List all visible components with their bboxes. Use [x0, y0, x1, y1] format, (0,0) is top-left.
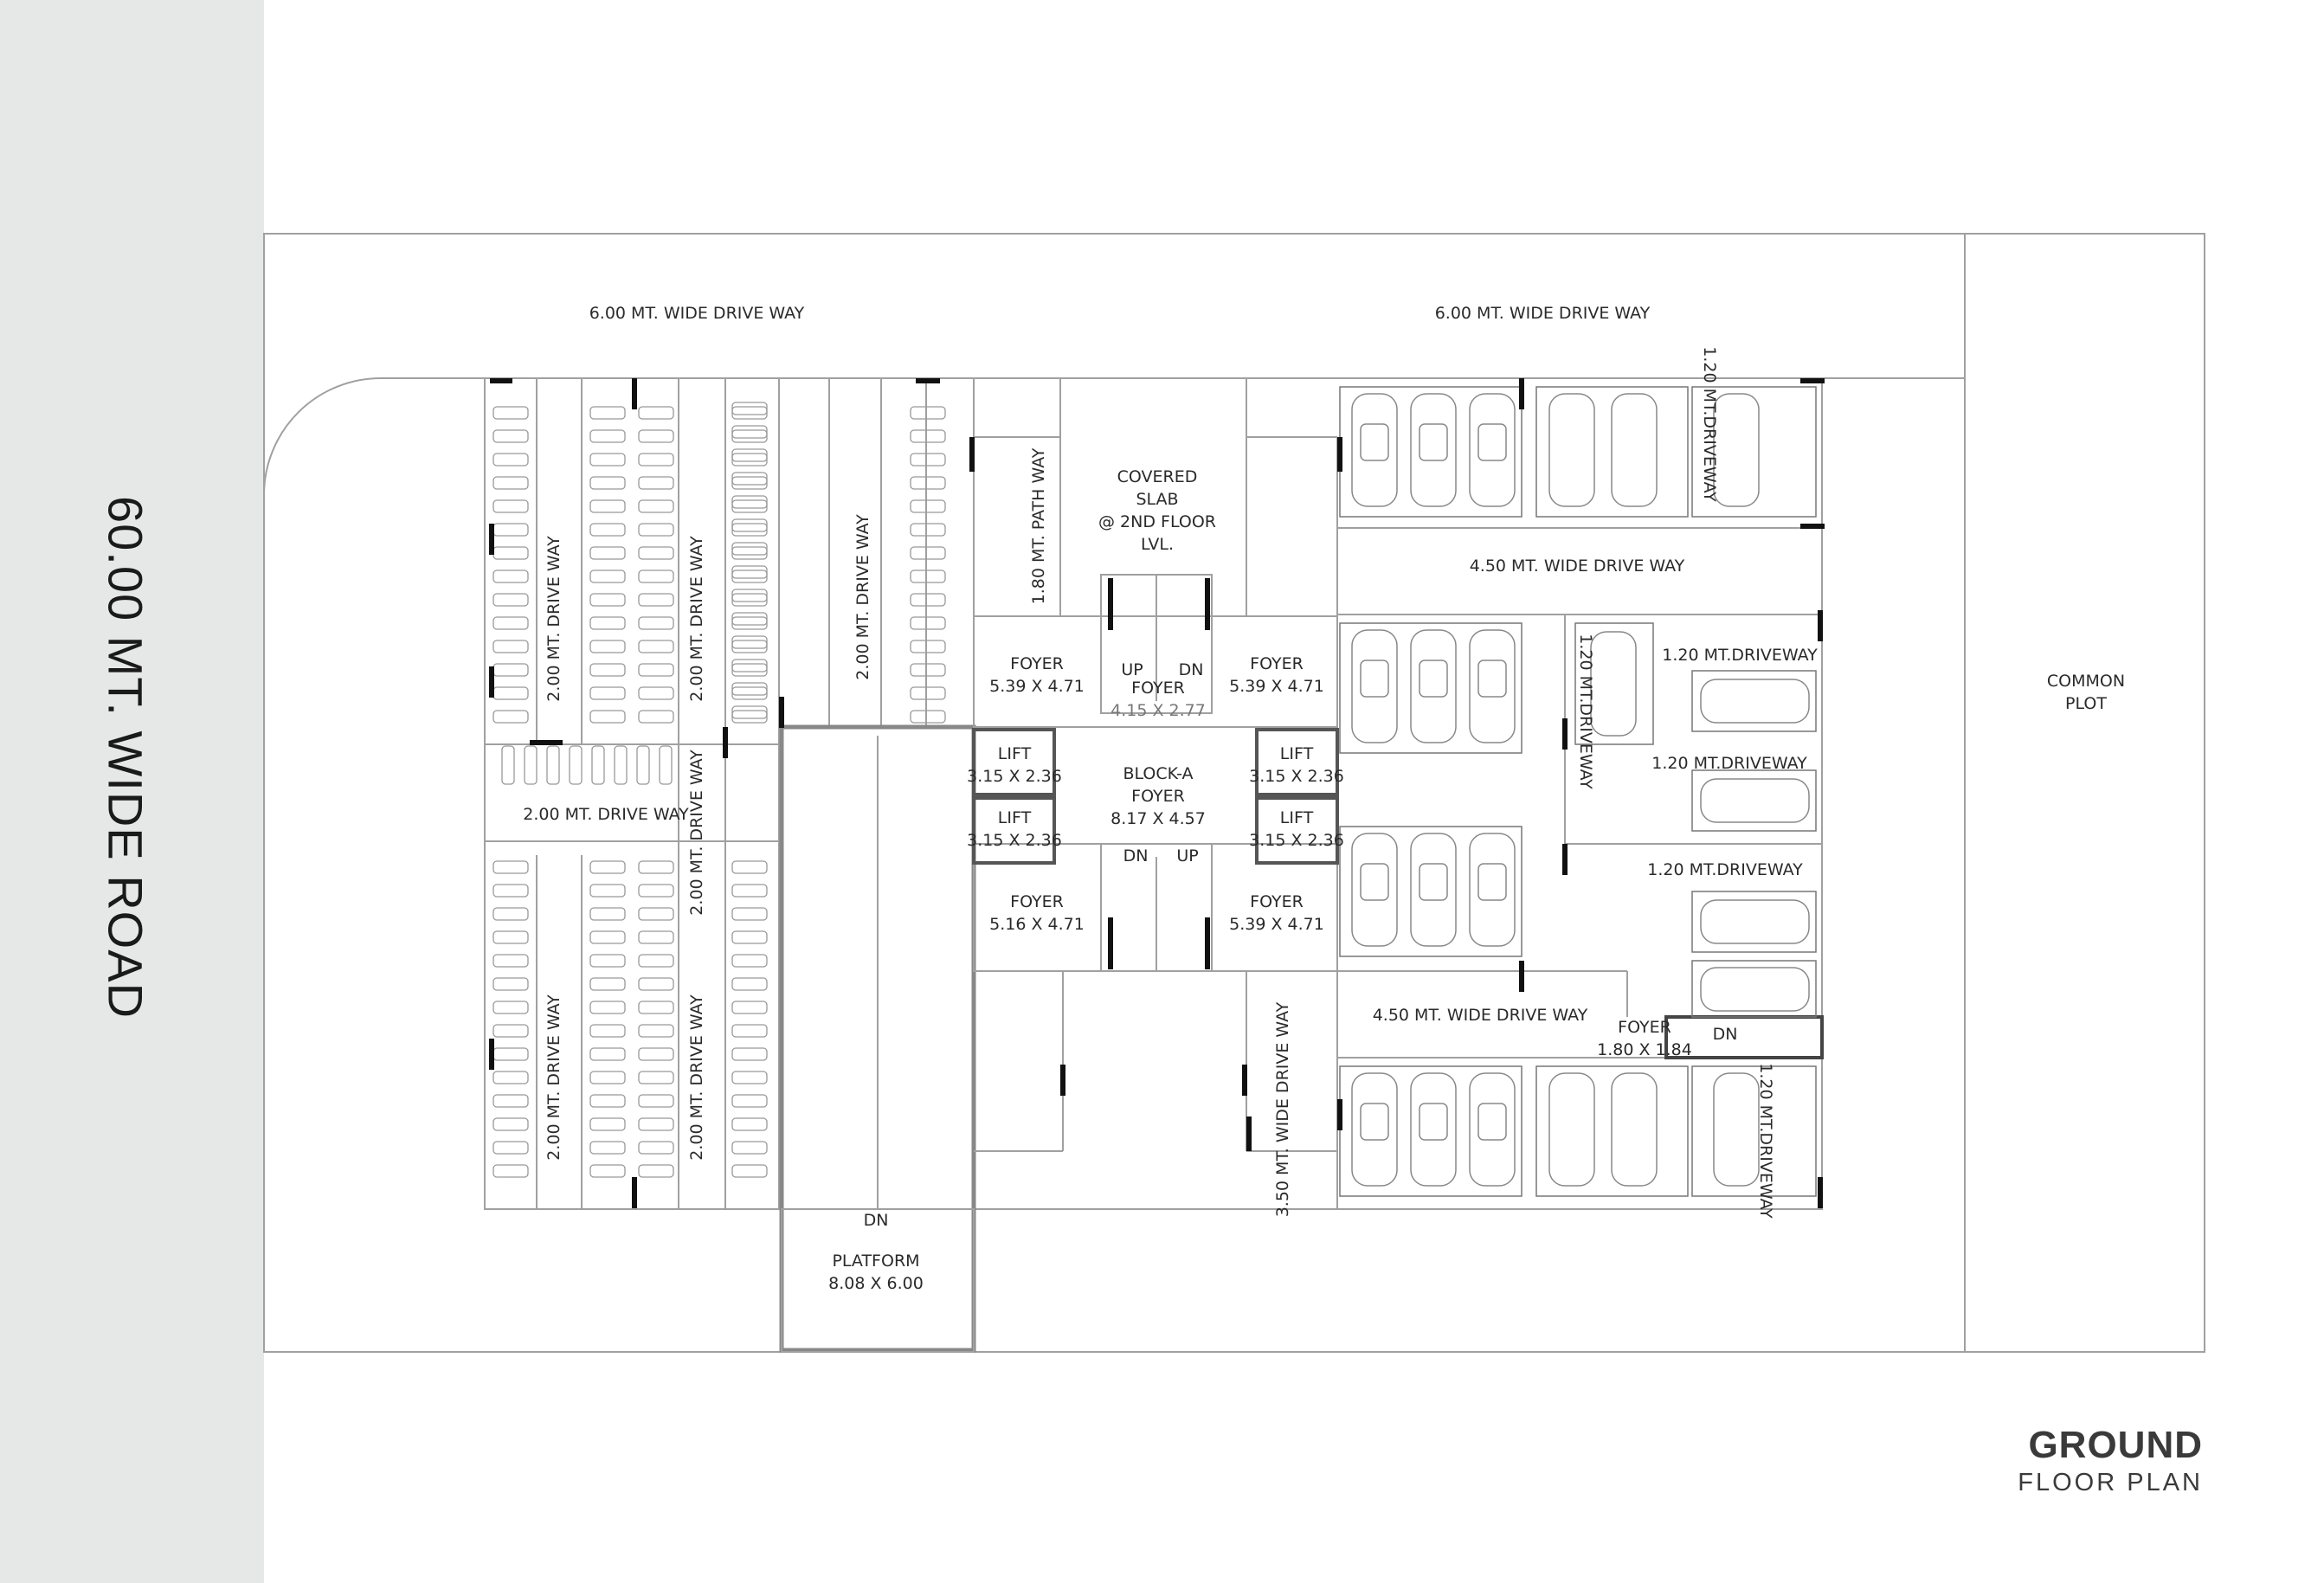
- label-stair-up-bottom: UP: [1176, 846, 1199, 866]
- site-boundary: [263, 233, 2205, 1353]
- label-6m-driveway-left: 6.00 MT. WIDE DRIVE WAY: [589, 304, 805, 323]
- label-120-driveway-6: 1.20 MT.DRIVEWAY: [1647, 860, 1803, 879]
- ramp-outline: [779, 724, 976, 1353]
- label-2m-driveway-v1: 2.00 MT. DRIVE WAY: [544, 536, 563, 702]
- label-120-driveway-3: 1.20 MT.DRIVEWAY: [1756, 1063, 1775, 1219]
- label-stair-dn-small: DN: [1712, 1025, 1738, 1044]
- label-path-way: 1.80 MT. PATH WAY: [1029, 447, 1048, 605]
- label-6m-driveway-right: 6.00 MT. WIDE DRIVE WAY: [1434, 304, 1651, 323]
- label-450-driveway-lower: 4.50 MT. WIDE DRIVE WAY: [1372, 1006, 1588, 1025]
- label-ramp-dn: DN: [863, 1211, 889, 1230]
- title-sub: FLOOR PLAN: [2018, 1469, 2203, 1496]
- label-2m-driveway-v3: 2.00 MT. DRIVE WAY: [853, 514, 872, 680]
- label-120-driveway-2: 1.20 MT.DRIVEWAY: [1576, 634, 1595, 789]
- label-2m-driveway-v5: 2.00 MT. DRIVE WAY: [544, 994, 563, 1161]
- label-120-driveway-5: 1.20 MT.DRIVEWAY: [1651, 754, 1807, 773]
- label-stair-up-top: UP: [1121, 660, 1143, 679]
- label-2m-driveway-v4: 2.00 MT. DRIVE WAY: [687, 750, 706, 916]
- drawing-title: GROUND FLOOR PLAN: [2018, 1424, 2203, 1498]
- label-120-driveway-4: 1.20 MT.DRIVEWAY: [1662, 646, 1818, 665]
- label-covered-slab: COVERED SLAB @ 2ND FLOOR LVL.: [1098, 467, 1216, 554]
- building-outline: [484, 377, 1823, 1210]
- label-2m-driveway-v2: 2.00 MT. DRIVE WAY: [687, 536, 706, 702]
- label-2m-driveway-v6: 2.00 MT. DRIVE WAY: [687, 994, 706, 1161]
- label-350-driveway: 3.50 MT. WIDE DRIVE WAY: [1273, 1001, 1292, 1218]
- wall-columns: [489, 378, 1825, 1208]
- label-450-driveway-upper: 4.50 MT. WIDE DRIVE WAY: [1469, 557, 1685, 576]
- car-icons: [1351, 393, 1810, 1187]
- driveway-edge: [263, 377, 1965, 494]
- label-stair-dn-bottom: DN: [1123, 846, 1149, 866]
- title-main: GROUND: [2028, 1424, 2203, 1466]
- label-2m-driveway-horizontal: 2.00 MT. DRIVE WAY: [523, 805, 689, 824]
- label-stair-dn-top: DN: [1178, 660, 1204, 679]
- label-120-driveway-1: 1.20 MT.DRIVEWAY: [1700, 346, 1719, 502]
- road-strip: [0, 0, 264, 1583]
- platform-outline: [781, 1208, 975, 1353]
